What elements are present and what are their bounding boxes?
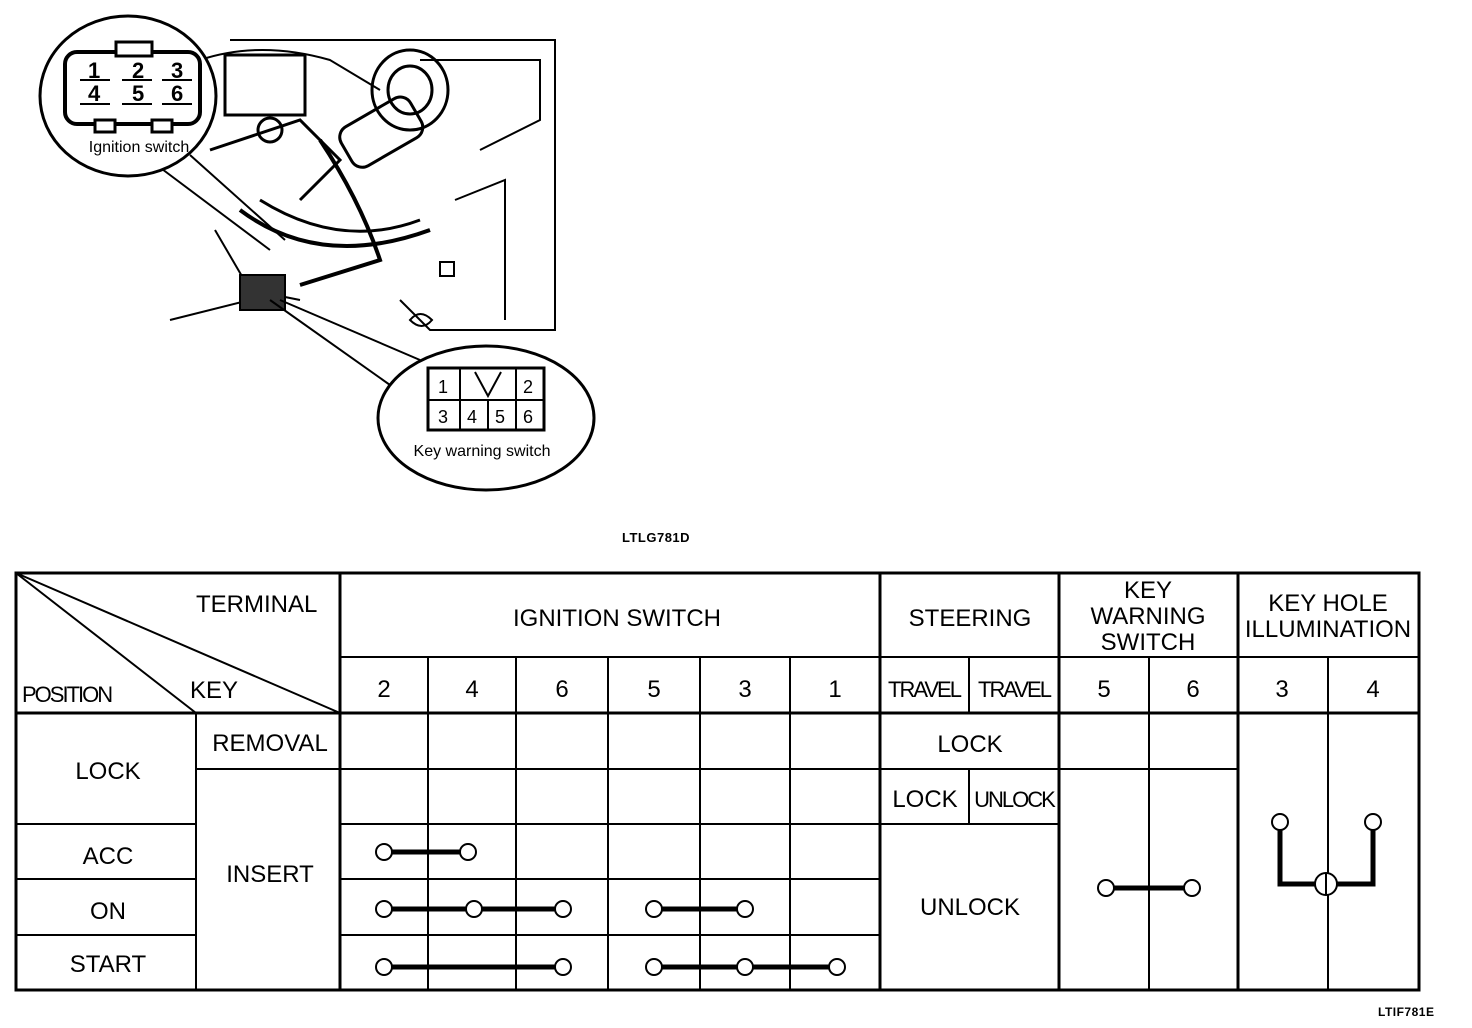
group-key-hole-line2: ILLUMINATION — [1245, 616, 1411, 643]
position-acc: ACC — [83, 843, 134, 870]
position-lock: LOCK — [75, 758, 140, 785]
connection-key-hole-3-4-lamp — [1271, 813, 1382, 896]
ignition-pin-2: 2 — [132, 58, 144, 83]
steering-unlock-insert: UNLOCK — [974, 787, 1056, 812]
connection-start-2-6 — [375, 958, 572, 976]
key-warning-pin-1: 1 — [438, 377, 448, 397]
corner-key-label: KEY — [190, 677, 238, 704]
group-key-hole-line1: KEY HOLE — [1268, 590, 1388, 617]
connection-acc-2-4 — [375, 843, 477, 861]
key-warning-pin-4: 4 — [467, 407, 477, 427]
figure-code-top: LTLG781D — [622, 530, 691, 545]
terminal-ignition-2: 2 — [377, 676, 390, 703]
position-on: ON — [90, 898, 126, 925]
terminal-ignition-4: 4 — [465, 676, 478, 703]
ignition-pin-3: 3 — [171, 58, 183, 83]
ignition-switch-illustration: 1 2 3 4 5 6 Ignition switch 1 2 3 4 5 6 … — [38, 14, 596, 492]
terminal-ignition-1: 1 — [828, 676, 841, 703]
terminal-key-warning-6: 6 — [1186, 676, 1199, 703]
key-warning-pin-5: 5 — [495, 407, 505, 427]
terminal-ignition-3: 3 — [738, 676, 751, 703]
ignition-pin-1: 1 — [88, 58, 100, 83]
terminal-key-hole-3: 3 — [1275, 676, 1288, 703]
key-warning-pin-3: 3 — [438, 407, 448, 427]
key-warning-pin-2: 2 — [523, 377, 533, 397]
terminal-steering-travel-1: TRAVEL — [888, 677, 962, 702]
position-start: START — [70, 951, 147, 978]
ignition-switch-label: Ignition switch — [89, 139, 190, 156]
key-warning-switch-callout: 1 2 3 4 5 6 Key warning switch — [376, 344, 596, 492]
ignition-pin-5: 5 — [132, 81, 144, 106]
key-warning-switch-label: Key warning switch — [414, 443, 551, 460]
terminal-key-hole-4: 4 — [1366, 676, 1379, 703]
corner-terminal-label: TERMINAL — [196, 591, 317, 618]
key-removal: REMOVAL — [212, 730, 328, 757]
group-key-warning-line2: WARNING — [1090, 603, 1205, 630]
figure-code-bottom: LTIF781E — [1378, 1005, 1435, 1019]
terminal-steering-travel-2: TRAVEL — [978, 677, 1052, 702]
terminal-ignition-6: 6 — [555, 676, 568, 703]
key-insert: INSERT — [226, 861, 314, 888]
ignition-pin-4: 4 — [88, 81, 101, 106]
callout-leader-lines — [149, 154, 421, 386]
terminal-ignition-5: 5 — [647, 676, 660, 703]
steering-lock-insert: LOCK — [892, 786, 957, 813]
group-steering: STEERING — [909, 605, 1032, 632]
ignition-pin-6: 6 — [171, 81, 183, 106]
connection-on-5-3 — [645, 900, 754, 918]
key-warning-pin-6: 6 — [523, 407, 533, 427]
group-key-warning-line3: SWITCH — [1101, 629, 1196, 656]
steering-unlock: UNLOCK — [920, 894, 1020, 921]
connection-key-warning-5-6 — [1097, 879, 1201, 897]
corner-position-label: POSITION — [22, 682, 112, 707]
connection-on-2-4-6 — [375, 900, 572, 918]
steering-lock: LOCK — [937, 731, 1002, 758]
connection-start-5-3-1 — [645, 958, 846, 976]
group-key-warning-line1: KEY — [1124, 577, 1172, 604]
group-ignition-switch: IGNITION SWITCH — [513, 605, 721, 632]
ignition-switch-callout: 1 2 3 4 5 6 Ignition switch — [38, 14, 218, 178]
table-grid-lines — [14, 571, 1421, 992]
steering-column-drawing — [169, 39, 556, 331]
terminal-key-warning-5: 5 — [1097, 676, 1110, 703]
